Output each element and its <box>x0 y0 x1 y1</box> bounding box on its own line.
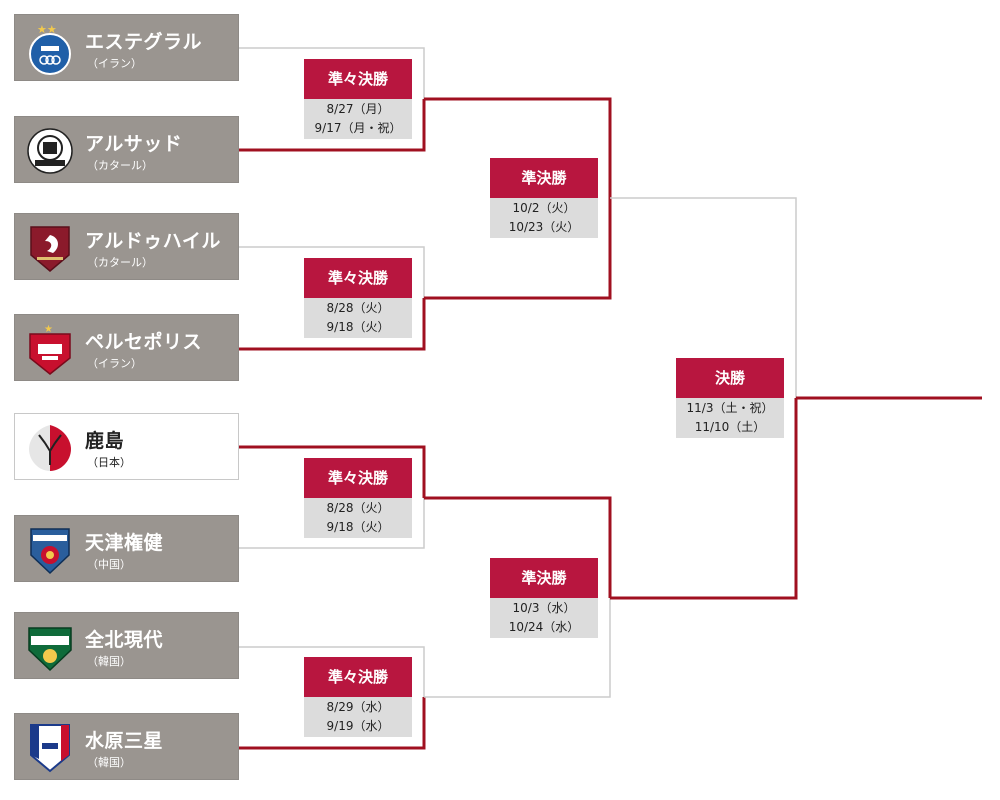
quarterfinal-1: 準々決勝 8/27（月） 9/17（月・祝） <box>304 59 412 139</box>
qf4-top-line <box>239 646 425 697</box>
first-leg-date: 8/28（火） <box>326 301 390 315</box>
sf2-bottom-line <box>424 598 611 698</box>
team-country: （韓国） <box>87 655 131 668</box>
team-name: 天津権健 <box>85 532 164 554</box>
quarterfinal-4: 準々決勝 8/29（水） 9/19（水） <box>304 657 412 737</box>
second-leg-date: 10/24（水） <box>508 620 580 634</box>
team-name: エステグラル <box>85 31 203 53</box>
first-leg-date: 10/2（火） <box>512 201 576 215</box>
tianjin-quanjian-logo <box>30 528 70 575</box>
kashima-logo <box>29 425 71 471</box>
qf1-top-line <box>239 47 425 99</box>
match-dates: 10/3（水） 10/24（水） <box>490 598 598 638</box>
svg-text:★: ★ <box>44 324 53 335</box>
match-title: 準決勝 <box>490 558 598 598</box>
team-al-duhail: アルドゥハイル （カタール） <box>14 213 239 280</box>
match-dates: 8/28（火） 9/18（火） <box>304 498 412 538</box>
qf3-bottom-line <box>239 498 425 549</box>
team-country: （韓国） <box>87 756 131 769</box>
persepolis-logo: ★ <box>29 324 71 375</box>
team-tianjin: 天津権健 （中国） <box>14 515 239 582</box>
team-country: （イラン） <box>87 357 142 370</box>
al-duhail-logo <box>30 226 70 272</box>
first-leg-date: 10/3（水） <box>512 601 576 615</box>
second-leg-date: 9/18（火） <box>326 320 390 334</box>
second-leg-date: 10/23（火） <box>508 220 580 234</box>
al-sadd-logo <box>27 128 73 174</box>
final-match: 決勝 11/3（土・祝） 11/10（土） <box>676 358 784 438</box>
first-leg-date: 8/27（月） <box>326 102 390 116</box>
team-kashima: 鹿島 （日本） <box>14 413 239 480</box>
first-leg-date: 8/28（火） <box>326 501 390 515</box>
jeonbuk-logo <box>28 627 72 672</box>
match-dates: 8/29（水） 9/19（水） <box>304 697 412 737</box>
qf2-bottom-line <box>239 298 426 351</box>
team-al-sadd: アルサッド （カタール） <box>14 116 239 183</box>
quarterfinal-2: 準々決勝 8/28（火） 9/18（火） <box>304 258 412 338</box>
team-country: （中国） <box>87 558 131 571</box>
team-country: （カタール） <box>87 159 153 172</box>
suwon-logo <box>30 724 70 773</box>
qf3-top-line <box>239 445 426 498</box>
second-leg-date: 9/18（火） <box>326 520 390 534</box>
semifinal-2: 準決勝 10/3（水） 10/24（水） <box>490 558 598 638</box>
sf2-top-line <box>424 496 612 598</box>
team-country: （イラン） <box>87 57 142 70</box>
sf1-top-line <box>424 97 612 198</box>
team-name: アルサッド <box>85 133 183 155</box>
match-dates: 11/3（土・祝） 11/10（土） <box>676 398 784 438</box>
first-leg-date: 8/29（水） <box>326 700 390 714</box>
final-top-line <box>610 197 797 398</box>
first-leg-date: 11/3（土・祝） <box>686 401 774 415</box>
qf1-bottom-line <box>239 99 426 152</box>
match-title: 準々決勝 <box>304 258 412 298</box>
esteghlal-logo: ★★ <box>29 23 71 75</box>
qf2-top-line <box>239 246 425 298</box>
svg-text:★★: ★★ <box>37 23 57 36</box>
team-name: 鹿島 <box>85 430 125 452</box>
team-country: （カタール） <box>87 256 153 269</box>
team-name: 全北現代 <box>85 629 164 651</box>
final-bottom-line <box>610 398 798 600</box>
match-dates: 10/2（火） 10/23（火） <box>490 198 598 238</box>
team-suwon: 水原三星 （韓国） <box>14 713 239 780</box>
team-persepolis: ★ ペルセポリス （イラン） <box>14 314 239 381</box>
match-title: 準々決勝 <box>304 657 412 697</box>
team-esteghlal: ★★ エステグラル （イラン） <box>14 14 239 81</box>
team-name: ペルセポリス <box>85 331 203 353</box>
team-jeonbuk: 全北現代 （韓国） <box>14 612 239 679</box>
qf4-bottom-line <box>239 697 426 750</box>
match-title: 準決勝 <box>490 158 598 198</box>
match-title: 決勝 <box>676 358 784 398</box>
team-country: （日本） <box>87 456 131 469</box>
second-leg-date: 9/17（月・祝） <box>314 121 402 135</box>
sf1-bottom-line <box>424 198 612 300</box>
team-name: 水原三星 <box>85 730 164 752</box>
quarterfinal-3: 準々決勝 8/28（火） 9/18（火） <box>304 458 412 538</box>
match-title: 準々決勝 <box>304 59 412 99</box>
team-name: アルドゥハイル <box>85 230 221 252</box>
match-dates: 8/27（月） 9/17（月・祝） <box>304 99 412 139</box>
match-title: 準々決勝 <box>304 458 412 498</box>
second-leg-date: 11/10（土） <box>694 420 766 434</box>
match-dates: 8/28（火） 9/18（火） <box>304 298 412 338</box>
semifinal-1: 準決勝 10/2（火） 10/23（火） <box>490 158 598 238</box>
second-leg-date: 9/19（水） <box>326 719 390 733</box>
